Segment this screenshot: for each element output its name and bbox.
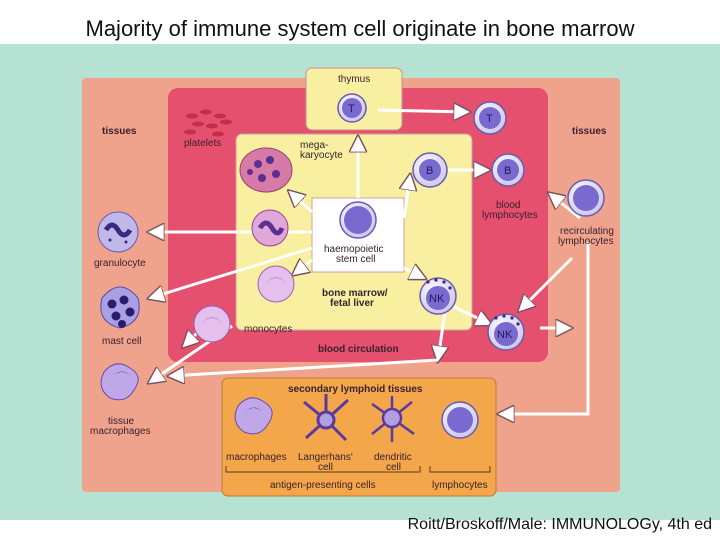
tissue-mast-cell bbox=[100, 286, 140, 329]
bone-marrow-label-2: fetal liver bbox=[330, 298, 374, 309]
platelets-label: platelets bbox=[184, 138, 221, 149]
blood-b-cell: B bbox=[491, 153, 525, 187]
blood-nk-cell: NK bbox=[487, 313, 525, 351]
recirculating-label-1: recirculating bbox=[560, 226, 614, 237]
thymus-label: thymus bbox=[338, 74, 370, 85]
stem-cell-label-1: haemopoietic bbox=[324, 244, 383, 255]
secondary-lymphocyte bbox=[441, 401, 479, 439]
lymphocyte-bracket bbox=[429, 466, 491, 473]
marrow-b-label: B bbox=[426, 165, 433, 177]
arrows bbox=[150, 110, 590, 414]
secondary-macrophage bbox=[234, 397, 273, 435]
tissue-granulocyte bbox=[97, 211, 139, 253]
marrow-b-cell: B bbox=[412, 152, 448, 188]
apc-label: antigen-presenting cells bbox=[270, 480, 376, 491]
stem-cell-label-2: stem cell bbox=[336, 254, 375, 265]
blood-t-cell: T bbox=[473, 101, 507, 135]
dendritic-label-1: dendritic bbox=[374, 452, 412, 463]
thymus-t-label: T bbox=[348, 103, 355, 115]
tissues-right-label: tissues bbox=[572, 126, 607, 137]
thymus-t-cell: T bbox=[337, 93, 367, 123]
haematopoiesis-diagram: T T B B NK NK bbox=[0, 44, 720, 520]
dendritic-cell bbox=[371, 396, 415, 442]
monocytes-label: monocytes bbox=[244, 324, 292, 335]
marrow-monocyte bbox=[257, 265, 295, 303]
platelets-cluster bbox=[184, 109, 232, 137]
blood-b-label: B bbox=[504, 165, 511, 177]
megakaryocyte bbox=[239, 147, 293, 193]
bone-marrow-label-1: bone marrow/ bbox=[322, 288, 388, 299]
blood-circulation-label: blood circulation bbox=[318, 344, 399, 355]
tissues-left-label: tissues bbox=[102, 126, 137, 137]
langerhans-label-2: cell bbox=[318, 462, 333, 473]
tissue-macrophages-label-2: macrophages bbox=[90, 426, 151, 437]
tissue-macrophages-label-1: tissue bbox=[108, 416, 135, 427]
blood-nk-label: NK bbox=[497, 329, 513, 341]
dendritic-label-2: cell bbox=[386, 462, 401, 473]
tissue-macrophage bbox=[100, 363, 139, 401]
marrow-granulocyte bbox=[251, 209, 289, 247]
slide-title: Majority of immune system cell originate… bbox=[85, 16, 635, 41]
secondary-lymphoid-label: secondary lymphoid tissues bbox=[288, 384, 423, 395]
marrow-nk-label: NK bbox=[429, 293, 445, 305]
recirculating-label-2: lymphocytes bbox=[558, 236, 614, 247]
secondary-lymphoid-region bbox=[221, 377, 497, 497]
lymphocytes-label: lymphocytes bbox=[432, 480, 488, 491]
stem-cell bbox=[339, 201, 377, 239]
mast-cell-label: mast cell bbox=[102, 336, 141, 347]
langerhans-label-1: Langerhans' bbox=[298, 452, 353, 463]
granulocyte-label: granulocyte bbox=[94, 258, 146, 269]
source-credit: Roitt/Broskoff/Male: IMMUNOLOGy, 4th ed bbox=[407, 516, 712, 533]
apc-bracket bbox=[225, 466, 421, 473]
langerhans-cell bbox=[303, 394, 350, 442]
marrow-nk-cell: NK bbox=[419, 277, 457, 315]
blood-lymphocytes-label-1: blood bbox=[496, 200, 520, 211]
blood-monocyte bbox=[193, 305, 231, 343]
megakaryocyte-label-2: karyocyte bbox=[300, 150, 343, 161]
blood-lymphocytes-label-2: lymphocytes bbox=[482, 210, 538, 221]
recirculating-lymphocyte bbox=[567, 179, 605, 217]
macrophages-label: macrophages bbox=[226, 452, 287, 463]
megakaryocyte-label-1: mega- bbox=[300, 140, 328, 151]
blood-t-label: T bbox=[486, 113, 493, 125]
